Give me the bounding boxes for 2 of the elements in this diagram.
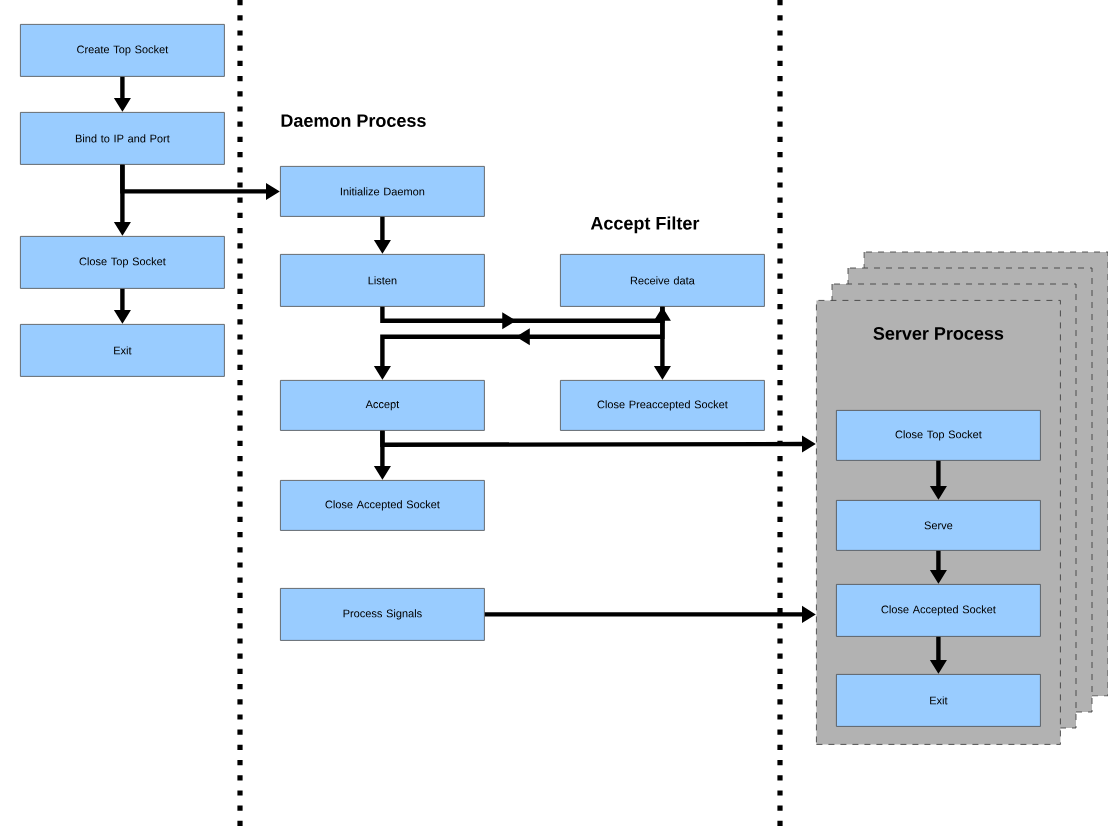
section-heading: Accept Filter (590, 216, 700, 234)
section-heading: Daemon Process (281, 114, 426, 127)
